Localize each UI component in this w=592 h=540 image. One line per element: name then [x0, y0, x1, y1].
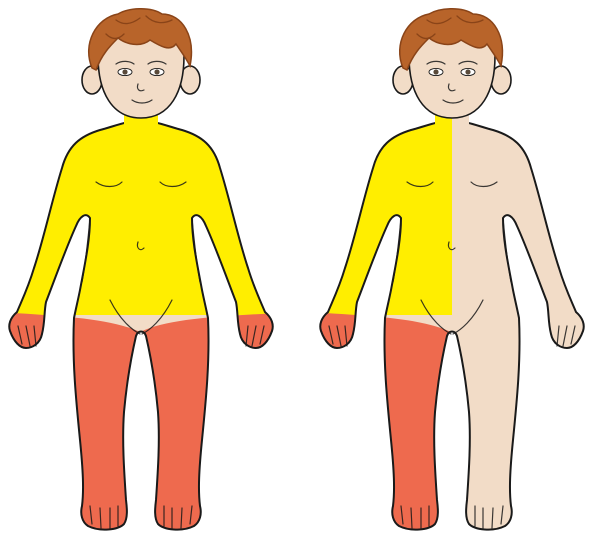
pupil-right	[154, 69, 159, 74]
highlight-regions-right-figure	[311, 110, 452, 540]
pupil-right	[465, 69, 470, 74]
pupil-left	[433, 69, 438, 74]
figure-left	[0, 9, 300, 540]
legs-highlight	[0, 312, 300, 540]
upper-body-highlight	[0, 110, 300, 315]
right-side-upper-highlight	[311, 110, 452, 315]
pupil-left	[122, 69, 127, 74]
